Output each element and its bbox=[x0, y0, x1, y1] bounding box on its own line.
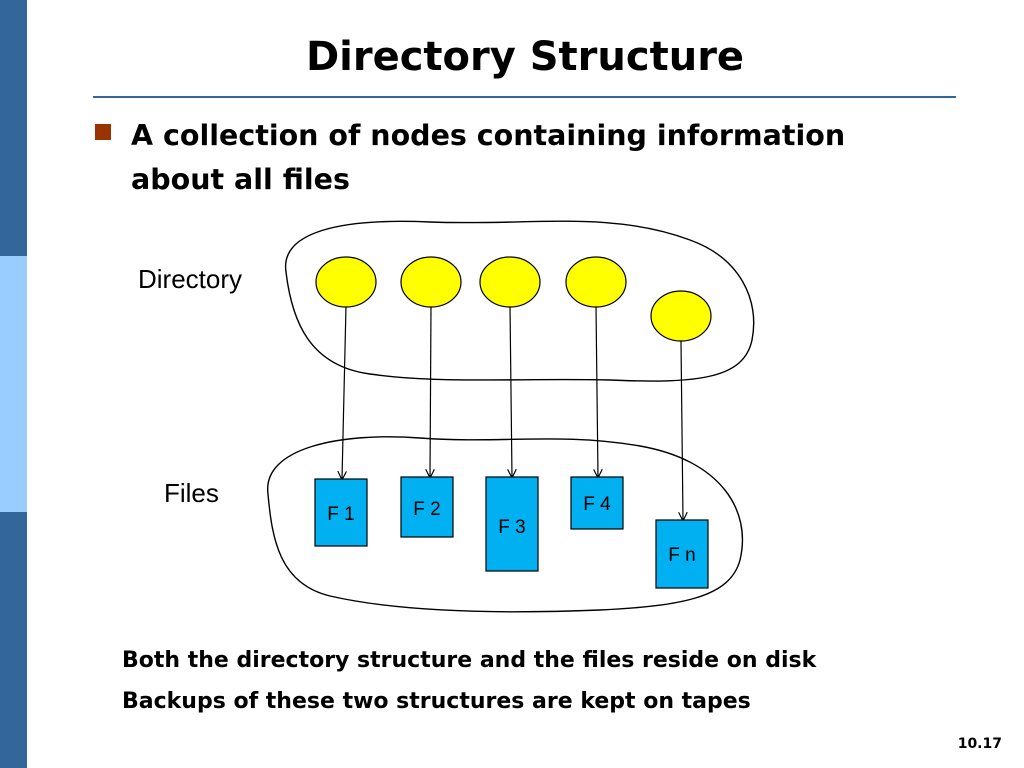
file-label-f2: F 2 bbox=[413, 499, 440, 520]
directory-node bbox=[400, 256, 462, 308]
files-label: Files bbox=[164, 478, 219, 508]
bullet-square-icon bbox=[95, 124, 111, 140]
footer-line-tapes: Backups of these two structures are kept… bbox=[122, 689, 751, 714]
pointer-arrow-3 bbox=[510, 305, 512, 477]
slide-title: Directory Structure bbox=[305, 34, 745, 80]
directory-node bbox=[650, 290, 712, 342]
directory-boundary bbox=[285, 220, 755, 382]
file-box-f4 bbox=[570, 476, 624, 530]
side-band-middle bbox=[0, 256, 27, 512]
slide-number: 10.17 bbox=[957, 736, 1002, 752]
bullet-text: A collection of nodes containing informa… bbox=[131, 119, 846, 196]
directory-node bbox=[479, 256, 541, 308]
title-underline bbox=[93, 96, 956, 98]
file-box-f1 bbox=[314, 478, 368, 547]
directory-label: Directory bbox=[138, 264, 242, 294]
pointer-arrow-n bbox=[681, 340, 683, 520]
pointer-arrow-1 bbox=[342, 305, 346, 479]
files-boundary bbox=[267, 436, 744, 613]
directory-node bbox=[565, 256, 627, 308]
file-box-fn bbox=[655, 519, 709, 589]
footer-line-disk: Both the directory structure and the fil… bbox=[122, 648, 817, 673]
side-band-bottom bbox=[0, 512, 27, 768]
file-label-f1: F 1 bbox=[327, 504, 354, 525]
file-label-f3: F 3 bbox=[498, 517, 525, 538]
directory-node bbox=[315, 256, 377, 308]
file-box-f2 bbox=[400, 476, 454, 538]
side-band-top bbox=[0, 0, 27, 256]
pointer-arrow-4 bbox=[596, 305, 598, 477]
pointer-arrow-2 bbox=[430, 305, 431, 477]
file-box-f3 bbox=[485, 476, 539, 572]
file-label-fn: F n bbox=[668, 545, 695, 566]
file-label-f4: F 4 bbox=[583, 494, 611, 515]
